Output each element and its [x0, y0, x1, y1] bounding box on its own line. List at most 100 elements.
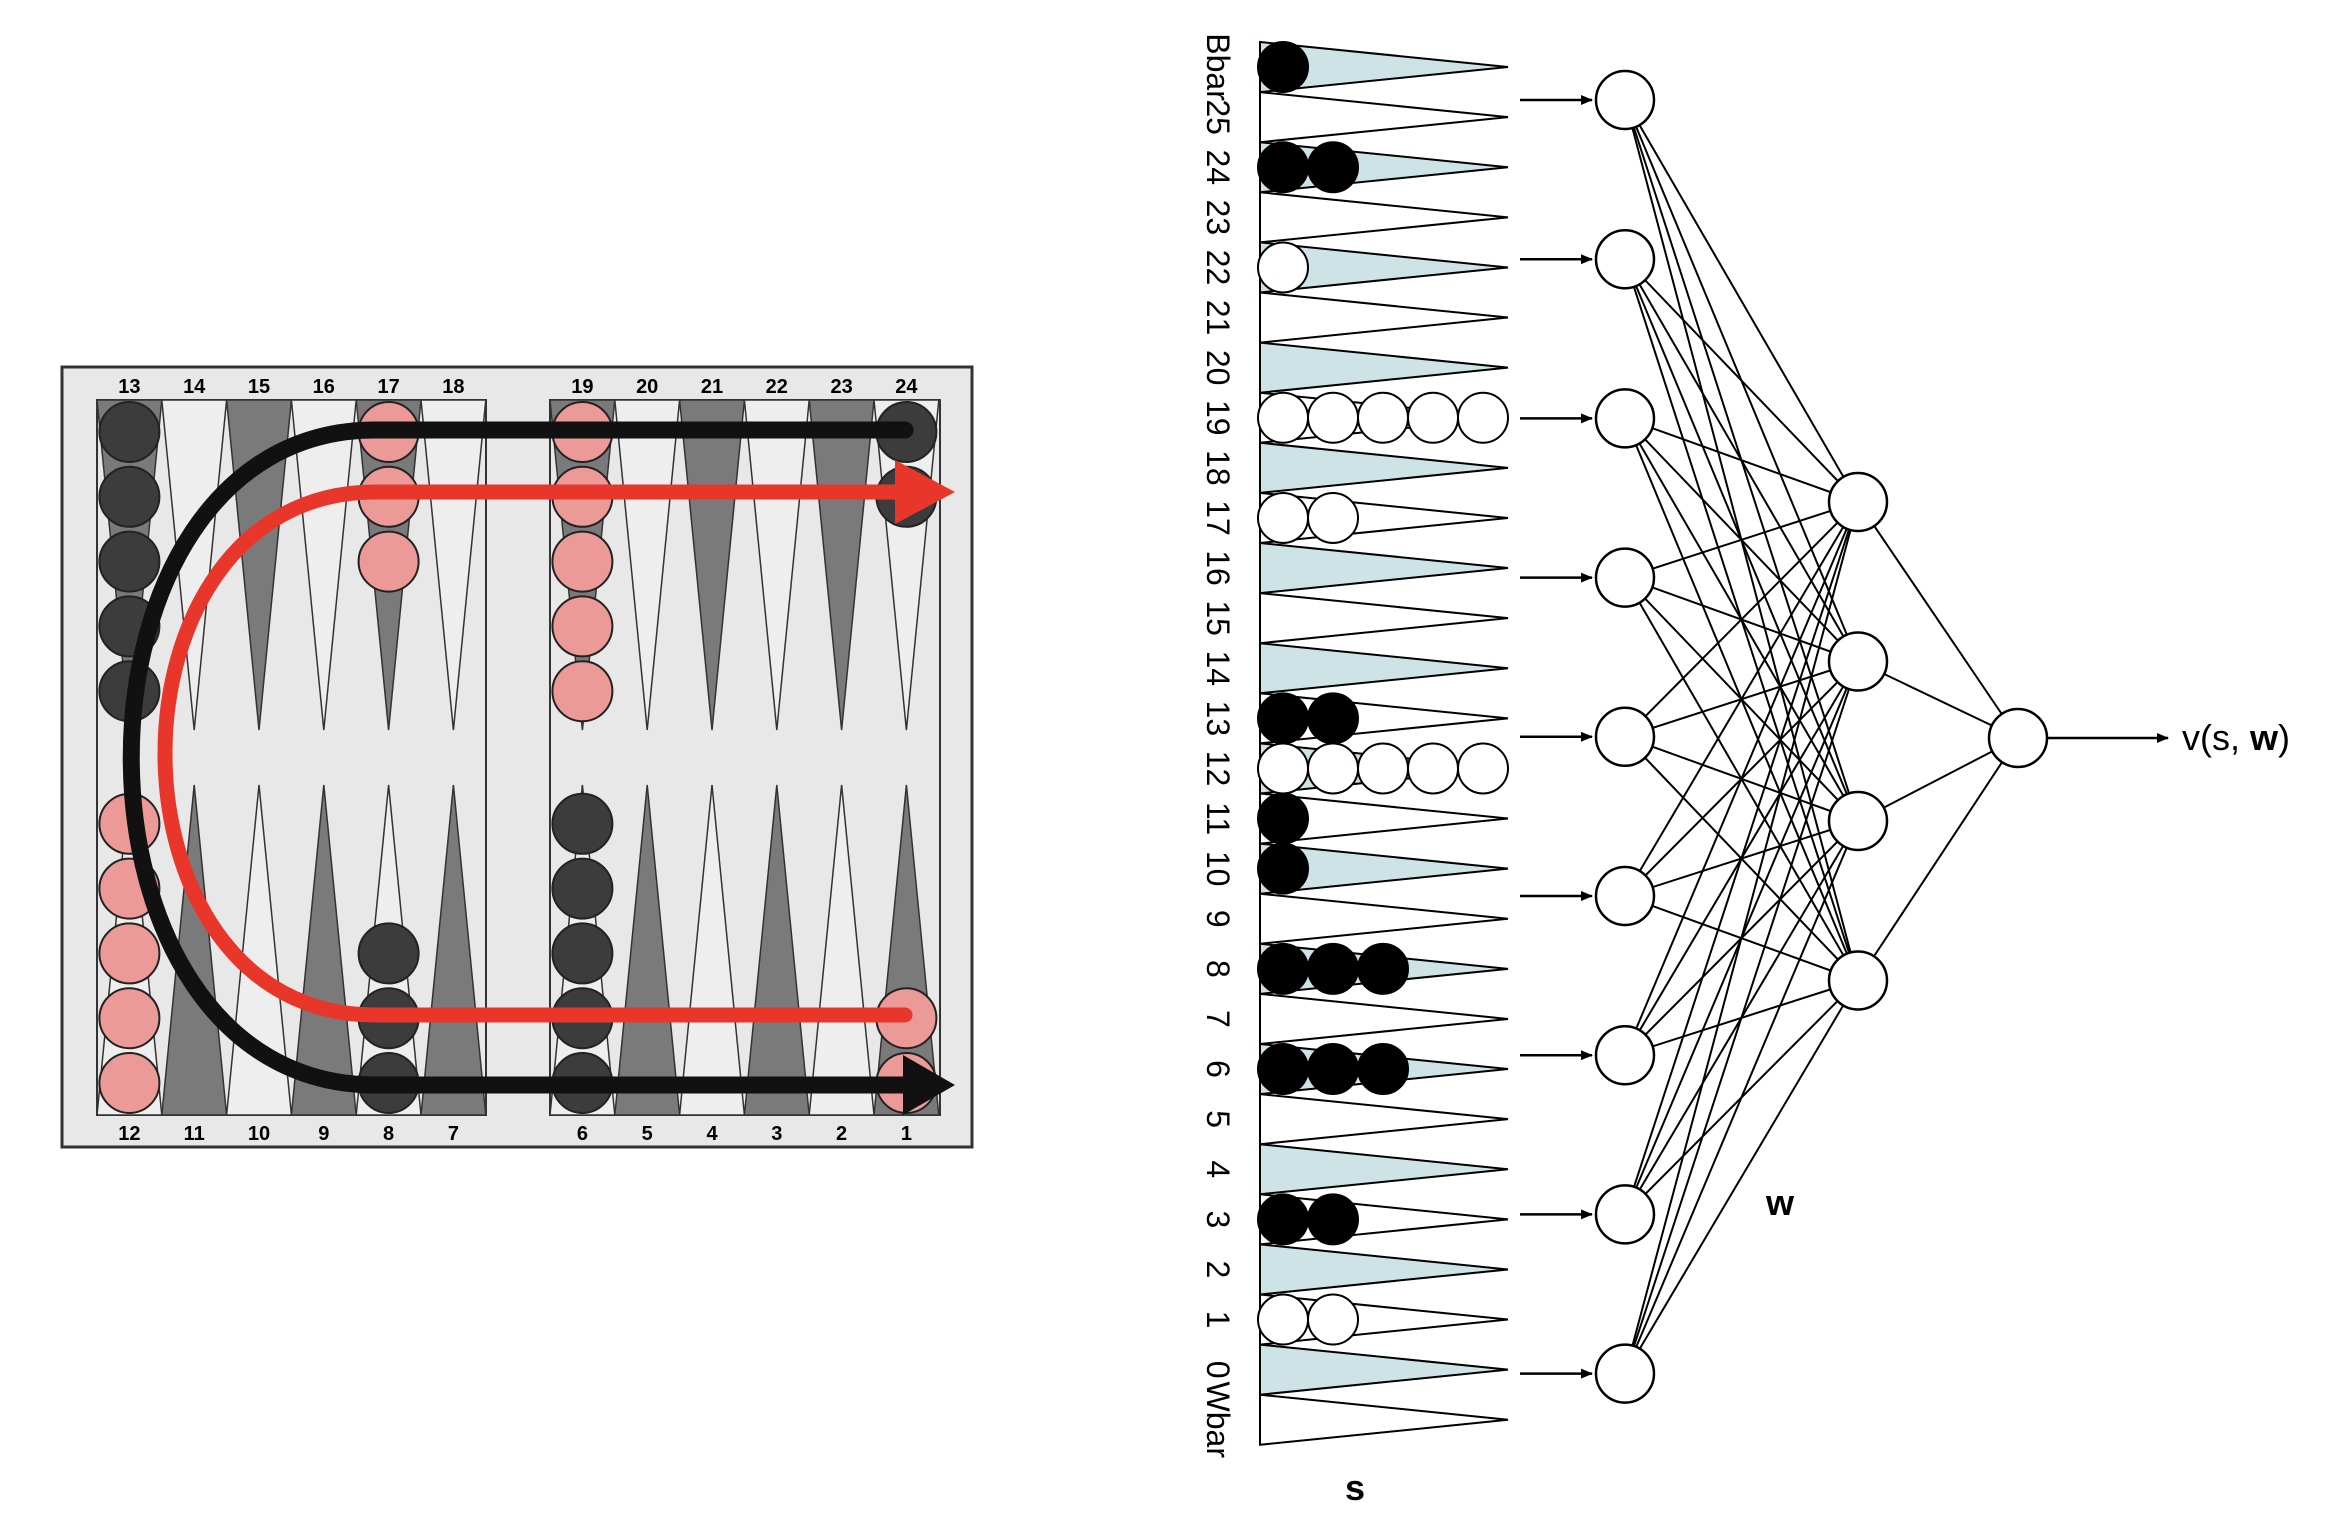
- input-node: [1594, 1184, 1656, 1245]
- weight-edge: [1624, 820, 1859, 1374]
- weight-edge: [1624, 979, 1859, 1375]
- point-label: 22: [766, 376, 788, 398]
- strip-row-label: Wbar: [1200, 1382, 1236, 1459]
- black-checker: [551, 857, 614, 920]
- white-piece: [1307, 742, 1359, 795]
- point-label: 24: [895, 376, 918, 398]
- strip-row-label: 10: [1200, 851, 1236, 887]
- strip-row-label: 16: [1200, 550, 1236, 586]
- black-piece: [1257, 141, 1309, 194]
- network-nodes: [1594, 69, 2049, 1404]
- white-piece: [1257, 742, 1309, 795]
- weight-edge: [1624, 661, 1859, 1374]
- strip-triangle: [1259, 1243, 1509, 1296]
- strip-row-label: 14: [1200, 650, 1236, 686]
- strip-row-label: 21: [1200, 300, 1236, 336]
- point-label: 14: [183, 376, 206, 398]
- input-node: [1594, 388, 1656, 449]
- point-label: 9: [318, 1123, 329, 1145]
- strip-row-label: 0: [1200, 1361, 1236, 1379]
- board-point-bottom: [678, 784, 746, 1116]
- input-node: [1594, 547, 1656, 608]
- strip-row-labels: Bbar252423222120191817161514131211109876…: [1200, 33, 1236, 1458]
- strip-pieces: [1257, 41, 1509, 1346]
- black-piece: [1257, 842, 1309, 895]
- black-piece: [1257, 792, 1309, 845]
- input-node: [1594, 1024, 1656, 1086]
- point-label: 13: [118, 376, 140, 398]
- output-label-suffix: ): [2278, 717, 2290, 758]
- black-checker: [98, 401, 161, 463]
- output-node: [1987, 707, 2049, 769]
- point-label: 15: [248, 376, 270, 398]
- strip-row-label: 1: [1200, 1311, 1236, 1329]
- point-label: 8: [383, 1123, 394, 1145]
- white-piece: [1257, 491, 1309, 544]
- white-piece: [1257, 1293, 1309, 1346]
- black-piece: [1357, 1043, 1409, 1096]
- black-piece: [1257, 1193, 1309, 1246]
- hidden-node: [1827, 950, 1889, 1011]
- input-node: [1594, 865, 1656, 927]
- pink-checker: [357, 530, 420, 593]
- weight-edge: [1624, 417, 1859, 503]
- output-label: v(s, w): [2182, 717, 2290, 758]
- hidden-node: [1827, 631, 1889, 692]
- strip-row-label: 22: [1200, 250, 1236, 286]
- board-point-top: [743, 399, 811, 731]
- pink-checker: [551, 595, 614, 658]
- board-point-bottom: [613, 784, 681, 1116]
- point-label: 1: [901, 1123, 912, 1145]
- point-label: 16: [313, 376, 335, 398]
- strip-row-label: 5: [1200, 1110, 1236, 1128]
- white-piece: [1257, 391, 1309, 444]
- point-label: 5: [642, 1123, 653, 1145]
- black-piece: [1307, 942, 1359, 995]
- board-point-top: [613, 399, 681, 731]
- strip-row-label: 2: [1200, 1261, 1236, 1279]
- strip-triangle: [1259, 341, 1509, 394]
- black-checker: [551, 922, 614, 985]
- weight-edge: [1857, 737, 2019, 982]
- black-piece: [1307, 141, 1359, 194]
- output-label-prefix: v(s,: [2182, 717, 2250, 758]
- strip-row-label: 23: [1200, 200, 1236, 236]
- point-label: 20: [636, 376, 658, 398]
- black-checker: [98, 465, 161, 528]
- strip-row-label: 3: [1200, 1210, 1236, 1228]
- pink-checker: [98, 987, 161, 1050]
- strip-triangle: [1259, 1092, 1509, 1146]
- state-label: s: [1345, 1467, 1365, 1508]
- strip-row-label: 4: [1200, 1160, 1236, 1178]
- strip-triangle: [1259, 191, 1509, 244]
- white-piece: [1357, 391, 1409, 444]
- black-piece: [1257, 942, 1309, 995]
- strip-row-label: 24: [1200, 149, 1236, 185]
- white-piece: [1307, 391, 1359, 444]
- black-piece: [1257, 1043, 1309, 1096]
- point-label: 7: [448, 1123, 459, 1145]
- strip-row-label: 11: [1200, 802, 1236, 835]
- strip-triangle: [1259, 441, 1509, 495]
- strip-row-label: Bbar: [1200, 33, 1236, 101]
- point-label: 17: [377, 376, 399, 398]
- strip-triangle: [1259, 642, 1509, 695]
- point-label: 2: [836, 1123, 847, 1145]
- input-node: [1594, 228, 1656, 290]
- input-node: [1594, 69, 1656, 131]
- weight-edge: [1857, 501, 2019, 739]
- strip-row-label: 13: [1200, 701, 1236, 737]
- weight-edge: [1624, 501, 1859, 1374]
- strip-triangle: [1259, 1143, 1509, 1196]
- weight-edge: [1624, 501, 1859, 1215]
- weight-edge: [1624, 258, 1859, 503]
- neural-network: w v(s, w): [1520, 69, 2290, 1404]
- strip-triangle: [1259, 892, 1509, 945]
- strip-row-label: 15: [1200, 600, 1236, 636]
- point-label: 23: [830, 376, 852, 398]
- strip-row-label: 19: [1200, 400, 1236, 436]
- white-piece: [1407, 391, 1459, 444]
- board-point-top: [290, 399, 358, 731]
